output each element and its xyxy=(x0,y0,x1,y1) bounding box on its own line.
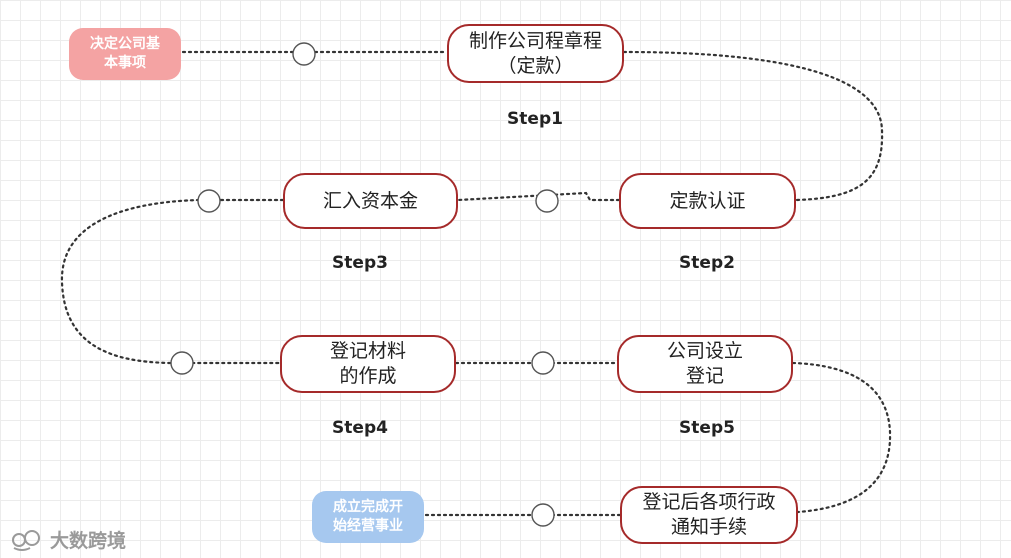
watermark-logo-icon xyxy=(12,529,40,551)
step4-label: Step4 xyxy=(332,418,388,438)
step4-node: 登记材料 的作成 xyxy=(280,335,456,393)
step1-node: 制作公司程章程 （定款） xyxy=(447,24,624,83)
step1-label: Step1 xyxy=(507,109,563,129)
connector-step3-step4 xyxy=(60,198,285,365)
step2-label: Step2 xyxy=(679,253,735,273)
junction-circle xyxy=(531,351,555,375)
watermark-text: 大数跨境 xyxy=(50,530,127,552)
junction-circle xyxy=(531,503,555,527)
end-node: 成立完成开 始经营事业 xyxy=(312,491,424,543)
step3-label: Step3 xyxy=(332,253,388,273)
junction-circle xyxy=(535,189,559,213)
connector-step1-step2 xyxy=(622,50,884,202)
watermark: 大数跨境 xyxy=(10,526,126,553)
step5-node: 公司设立 登记 xyxy=(617,335,793,393)
connector-step2-step3 xyxy=(456,191,621,202)
step5-label: Step5 xyxy=(679,418,735,438)
junction-circle xyxy=(170,351,194,375)
step6-node: 登记后各项行政 通知手续 xyxy=(620,486,798,544)
step2-node: 定款认证 xyxy=(619,173,796,229)
junction-circle xyxy=(197,189,221,213)
start-node: 决定公司基 本事项 xyxy=(69,28,181,80)
junction-circle xyxy=(292,42,316,66)
step3-node: 汇入资本金 xyxy=(283,173,458,229)
connector-step5-step6 xyxy=(791,361,892,514)
